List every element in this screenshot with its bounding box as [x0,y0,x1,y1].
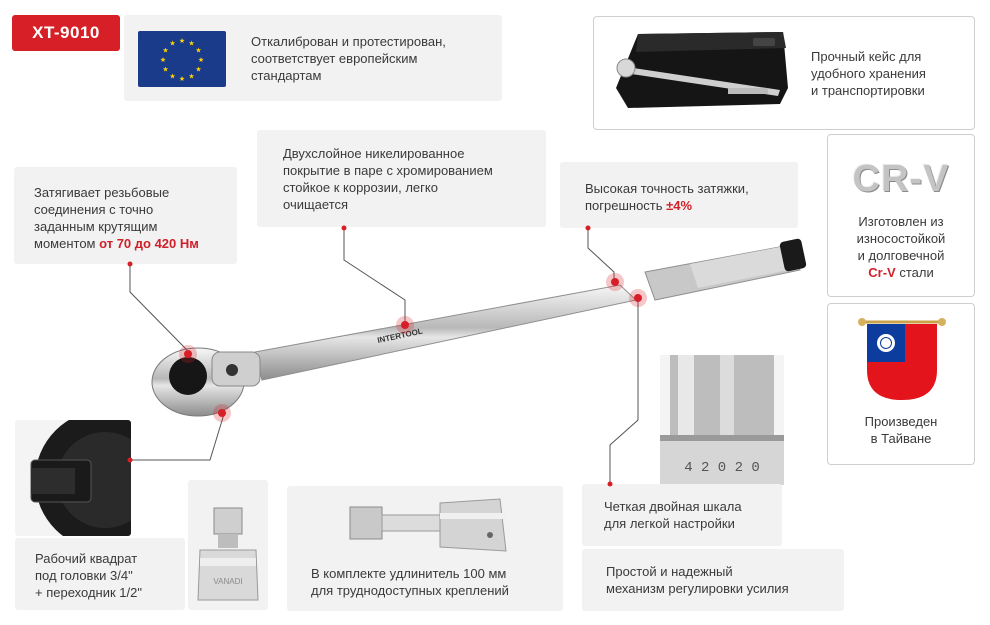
eu-feature-text: Откалиброван и протестирован, соответств… [251,34,446,83]
torque-highlight: от 70 до 420 Нм [99,236,199,251]
eu-star-icon: ★ [195,47,201,55]
coating-feature-text: Двухслойное никелированное покрытие в па… [283,146,493,212]
scale-numbers: 4 2 0 2 0 [684,460,760,476]
extension-feature-text: В комплекте удлинитель 100 мм для трудно… [311,566,509,598]
eu-star-icon: ★ [188,40,194,48]
material-feature-text: Изготовлен из износостойкой и долговечно… [856,214,946,280]
eu-star-icon: ★ [169,72,175,80]
eu-star-icon: ★ [162,47,168,55]
accuracy-feature-text: Высокая точность затяжки, погрешность ±4… [585,181,749,213]
eu-star-icon: ★ [162,66,168,74]
eu-star-icon: ★ [160,56,166,64]
material-card [827,134,975,297]
scale-closeup-image: 4 2 0 2 0 [660,355,784,485]
eu-flag-icon: ★★★★★★★★★★★★ [138,31,226,87]
eu-star-icon: ★ [188,72,194,80]
eu-star-icon: ★ [198,56,204,64]
drive-card [15,538,185,610]
origin-feature-text: Произведен в Тайване [864,414,938,446]
product-code-badge: XT-9010 [12,15,120,51]
coating-card [257,130,546,227]
eu-star-icon: ★ [169,40,175,48]
scale-card [582,484,782,546]
eu-star-icon: ★ [179,75,185,83]
material-highlight: Cr-V [868,265,896,280]
case-feature-text: Прочный кейс для удобного хранения и тра… [811,49,926,98]
accuracy-highlight: ±4% [666,198,693,213]
adapter-label: VANADI [213,577,242,586]
crv-logo: CR-V [852,158,950,200]
drive-closeup-image [15,420,131,536]
wrench-brand: INTERTOOL [377,327,424,345]
drive-feature-text: Рабочий квадрат под головки 3/4" + перех… [35,551,142,600]
accuracy-card [560,162,798,228]
eu-star-icon: ★ [195,66,201,74]
torque-feature-text: Затягивает резьбовые соединения с точно … [34,185,199,251]
mechanism-card [582,549,844,611]
scale-feature-text: Четкая двойная шкала для легкой настройк… [604,499,742,531]
torque-card [14,167,237,264]
eu-star-icon: ★ [179,37,185,45]
mechanism-feature-text: Простой и надежный механизм регулировки … [606,564,789,596]
extension-card [287,486,563,611]
